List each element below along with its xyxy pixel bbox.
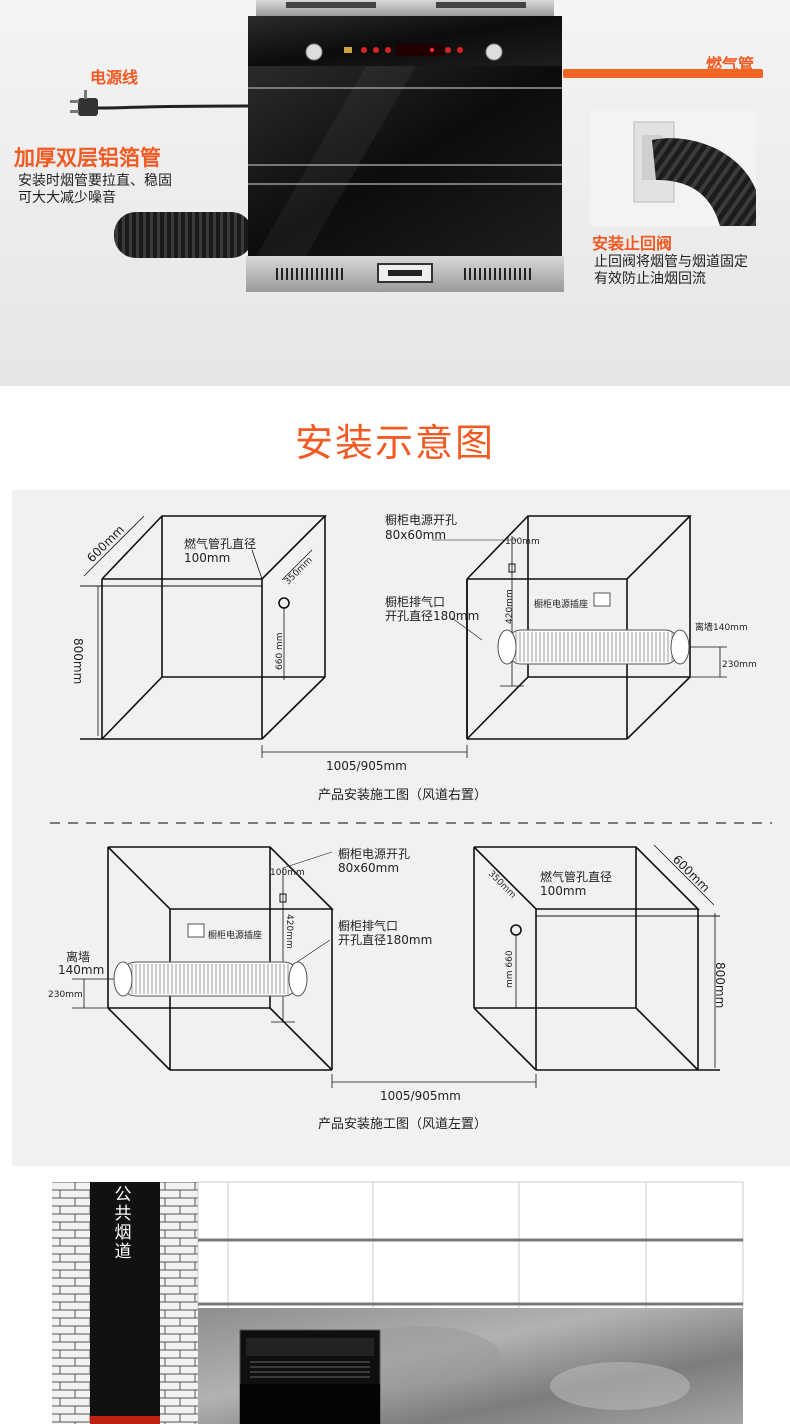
r-socket-label: 橱柜电源插座 <box>534 598 588 610</box>
r-gas-label-2: 100mm <box>184 551 230 565</box>
r-gas-height: 660 mm <box>275 632 285 670</box>
duct-tube-top <box>497 629 690 665</box>
r-exhaust-label-2: 开孔直径180mm <box>385 609 479 623</box>
foil-pipe-desc-2: 可大大减少噪音 <box>18 190 116 206</box>
l-gas-height: mm 660 <box>505 950 515 988</box>
integrated-stove-image <box>246 0 564 292</box>
l-exhaust-offset: 420mm <box>284 914 294 949</box>
l-gas-label-1: 燃气管孔直径 <box>540 869 612 884</box>
feature-section: 电源线 加厚双层铝箔管 安装时烟管要拉直、稳固 可大大减少噪音 燃气管 <box>0 0 790 386</box>
r-exhaust-offset: 420mm <box>505 589 515 624</box>
foil-pipe-title: 加厚双层铝箔管 <box>14 146 161 170</box>
r-width: 1005/905mm <box>326 759 407 773</box>
l-power-label-1: 橱柜电源开孔 <box>338 847 410 861</box>
l-power-offset: 100mm <box>270 868 305 878</box>
l-exhaust-label-1: 橱柜排气口 <box>338 918 398 933</box>
l-wall-label-2: 140mm <box>58 963 104 977</box>
r-caption: 产品安装施工图（风道右置） <box>318 788 487 803</box>
kitchen-scene-drawing <box>52 1181 744 1424</box>
power-cord-label: 电源线 <box>90 68 139 87</box>
r-power-label-1: 橱柜电源开孔 <box>385 513 457 527</box>
l-wall-label-1: 离墙 <box>66 949 90 964</box>
r-gas-label-1: 燃气管孔直径 <box>184 536 256 551</box>
duct-tube-bottom <box>113 961 308 997</box>
r-height: 800mm <box>71 638 85 684</box>
l-caption: 产品安装施工图（风道左置） <box>318 1117 487 1132</box>
r-power-label-2: 80x60mm <box>385 528 446 542</box>
foil-pipe-image <box>114 212 253 258</box>
l-depth: 600mm <box>670 852 713 895</box>
kitchen-scene: 公共烟道 <box>0 1166 790 1424</box>
install-diagram-title: 安装示意图 <box>294 421 495 465</box>
r-wall-label: 离墙140mm <box>695 621 748 633</box>
l-duct-height: 230mm <box>48 990 83 1000</box>
l-socket-label: 橱柜电源插座 <box>208 929 262 941</box>
check-valve-photo <box>590 110 756 226</box>
l-height: 800mm <box>713 962 727 1008</box>
install-diagram: 600mm 800mm 燃气管孔直径 100mm 350mm 660 mm 橱柜… <box>12 490 790 1166</box>
check-valve-desc-1: 止回阀将烟管与烟道固定 <box>594 254 748 270</box>
gas-pipe-image <box>563 69 763 78</box>
r-exhaust-label-1: 橱柜排气口 <box>385 594 445 609</box>
install-diagram-drawing: 600mm 800mm 燃气管孔直径 100mm 350mm 660 mm 橱柜… <box>48 513 772 1132</box>
l-power-label-2: 80x60mm <box>338 861 399 875</box>
check-valve-desc-2: 有效防止油烟回流 <box>594 271 706 287</box>
check-valve-title: 安装止回阀 <box>592 234 673 253</box>
r-gas-offset: 350mm <box>283 556 315 588</box>
l-gas-label-2: 100mm <box>540 884 586 898</box>
l-width: 1005/905mm <box>380 1089 461 1103</box>
l-exhaust-label-2: 开孔直径180mm <box>338 933 432 947</box>
public-flue-label: 公共烟道 <box>114 1185 132 1262</box>
foil-pipe-desc-1: 安装时烟管要拉直、稳固 <box>18 173 172 189</box>
r-power-offset: 100mm <box>505 537 540 547</box>
r-duct-height: 230mm <box>722 660 757 670</box>
power-plug-icon <box>70 90 249 116</box>
